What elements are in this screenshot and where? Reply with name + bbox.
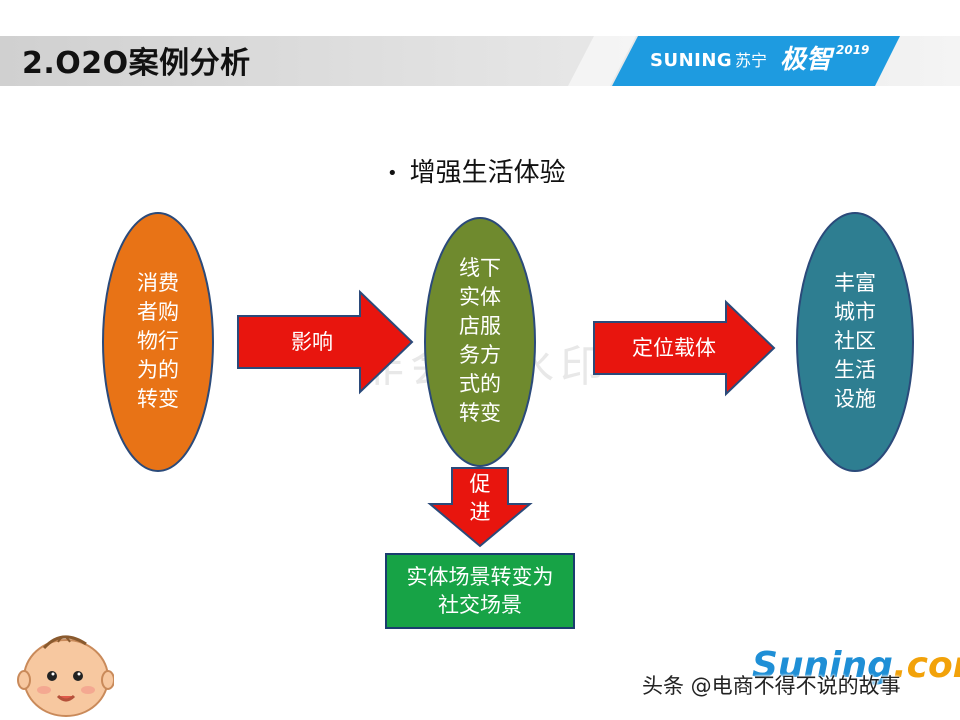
left-oval <box>102 212 214 472</box>
result-box: 实体场景转变为 社交场景 <box>385 553 575 629</box>
event-year: 2019 <box>836 43 870 57</box>
event-logo: 极智 <box>780 45 833 75</box>
left-oval-label: 消费 者购 物行 为的 转变 <box>137 271 179 411</box>
arrow-down-label: 促 进 <box>469 472 491 524</box>
arrow-2-label: 定位载体 <box>632 336 716 360</box>
suning-logo-main: Suning <box>752 645 893 686</box>
footer-credit: 头条 @电商不得不说的故事 <box>642 674 901 698</box>
arrow-right-2 <box>593 299 776 397</box>
center-oval <box>424 217 536 467</box>
arrow-1-label: 影响 <box>291 330 333 354</box>
baby-mascot-icon <box>17 635 114 717</box>
arrow-down <box>427 467 533 548</box>
bullet-dot-icon: • <box>387 162 398 184</box>
slide-title: 2.O2O案例分析 <box>22 46 251 81</box>
bullet-text: 增强生活体验 <box>409 158 566 188</box>
bullet-item: • 增强生活体验 <box>387 156 566 191</box>
arrow-right-1 <box>237 289 414 395</box>
suning-brand-cn: 苏宁 <box>735 51 768 70</box>
suning-brand-text: SUNING <box>650 50 733 71</box>
suning-logo-suffix: .com <box>892 645 960 686</box>
suning-com-logo: Suning.com <box>752 646 960 686</box>
right-oval <box>796 212 914 472</box>
header-band <box>0 36 960 86</box>
right-oval-label: 丰富 城市 社区 生活 设施 <box>834 271 876 411</box>
center-oval-label: 线下 实体 店服 务方 式的 转变 <box>459 256 501 425</box>
